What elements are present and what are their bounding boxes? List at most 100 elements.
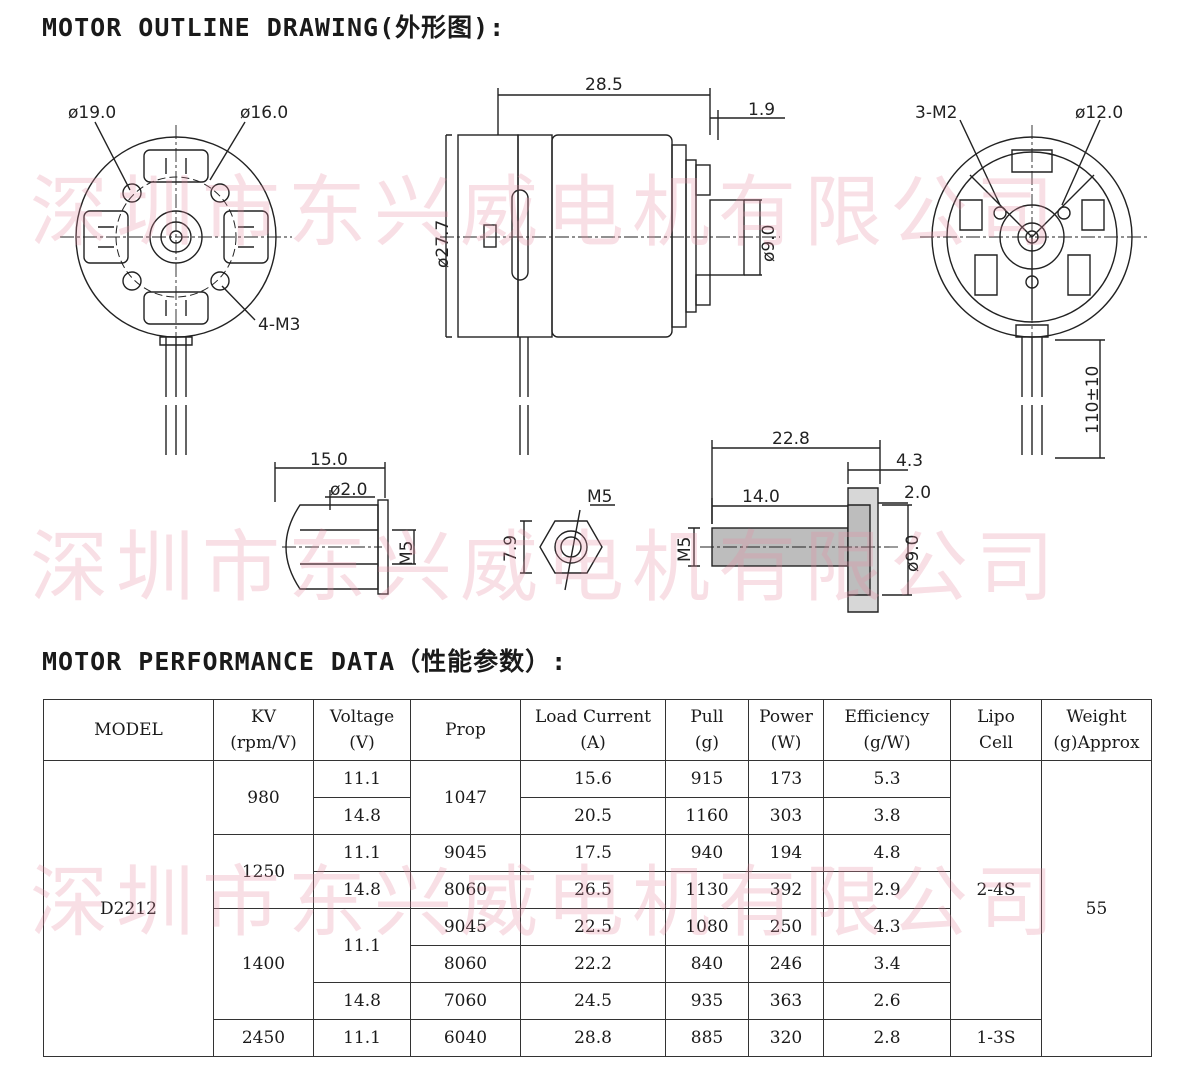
dim-cone-hole: ø2.0	[330, 480, 367, 500]
cell-pull: 840	[665, 945, 749, 983]
table-row: D2212 980 11.1 1047 15.6 915 173 5.3 2-4…	[43, 760, 1152, 1057]
cell-pull: 915	[665, 760, 749, 798]
cell-pull: 1080	[665, 908, 749, 946]
rear-view	[920, 119, 1150, 459]
cell-prop: 7060	[410, 982, 521, 1020]
cell-voltage: 11.1	[313, 760, 411, 798]
cell-power: 250	[748, 908, 824, 946]
dim-shaft-flange: 4.3	[896, 451, 923, 471]
nut-view	[520, 504, 615, 591]
dim-rear-3m2: 3-M2	[915, 103, 957, 123]
dim-front-d16: ø16.0	[240, 103, 288, 123]
cell-pull: 940	[665, 834, 749, 872]
dim-shaft-total: 22.8	[772, 429, 810, 449]
dim-shaft-diameter: ø9.0	[903, 535, 923, 572]
cell-pull: 1160	[665, 797, 749, 835]
cell-power: 320	[748, 1019, 824, 1057]
cell-model: D2212	[43, 760, 214, 1057]
dim-front-d19: ø19.0	[68, 103, 116, 123]
table-row: 14.8 20.5 1160 303 3.8	[44, 797, 1152, 835]
cell-kv: 980	[213, 760, 314, 835]
header-power: Power(W)	[748, 699, 824, 761]
header-kv: KV(rpm/V)	[213, 699, 314, 761]
cell-kv: 1400	[213, 908, 314, 1020]
cell-current: 17.5	[520, 834, 666, 872]
table-row: 1400 11.1 9045 22.5 1080 250 4.3	[44, 908, 1152, 1020]
cell-voltage: 14.8	[313, 982, 411, 1020]
cell-lipo: 1-3S	[950, 1019, 1042, 1057]
prop-adapter-view	[274, 462, 416, 595]
cell-efficiency: 5.3	[823, 760, 951, 798]
cell-prop: 9045	[410, 908, 521, 946]
cell-current: 22.5	[520, 908, 666, 946]
cell-power: 303	[748, 797, 824, 835]
cell-voltage: 11.1	[313, 1019, 411, 1057]
cell-pull: 935	[665, 982, 749, 1020]
dim-rear-d12: ø12.0	[1075, 103, 1123, 123]
cell-prop: 8060	[410, 871, 521, 909]
cell-voltage: 14.8	[313, 797, 411, 835]
header-pull: Pull(g)	[665, 699, 749, 761]
cell-efficiency: 2.8	[823, 1019, 951, 1057]
cell-prop: 1047	[410, 760, 521, 835]
motor-outline-drawing: ø19.0 ø16.0 4-M3 28.5 1.9 ø27.7 ø9.0 3-M…	[60, 75, 1150, 613]
cell-current: 20.5	[520, 797, 666, 835]
cell-power: 246	[748, 945, 824, 983]
cell-current: 22.2	[520, 945, 666, 983]
cell-prop: 9045	[410, 834, 521, 872]
dim-nut-thread: M5	[587, 487, 612, 507]
header-weight: Weight(g)Approx	[1041, 699, 1152, 761]
cell-kv: 2450	[213, 1019, 314, 1057]
table-row: 2450 11.1 6040 28.8 885 320 2.8 1-3S	[44, 1019, 1152, 1057]
cell-power: 363	[748, 982, 824, 1020]
dim-shaft-step: 2.0	[904, 483, 931, 503]
cell-efficiency: 3.4	[823, 945, 951, 983]
cell-power: 392	[748, 871, 824, 909]
cell-weight: 55	[1041, 760, 1152, 1057]
cell-efficiency: 2.6	[823, 982, 951, 1020]
performance-title: MOTOR PERFORMANCE DATA（性能参数）:	[42, 647, 568, 676]
dim-side-length: 28.5	[585, 75, 623, 95]
cell-lipo: 2-4S	[950, 760, 1042, 1020]
header-prop: Prop	[410, 699, 521, 761]
dim-front-4m3: 4-M3	[258, 315, 300, 335]
table-row: 1250 11.1 9045 17.5 940 194 4.8	[44, 834, 1152, 909]
header-model: MODEL	[43, 699, 214, 761]
dim-nut-width: 7.9	[501, 535, 521, 562]
cell-prop: 8060	[410, 945, 521, 983]
dim-cone-thread: M5	[397, 541, 417, 566]
table-header-row: MODEL KV(rpm/V) Voltage(V) Prop Load Cur…	[43, 699, 1152, 761]
cell-prop: 6040	[410, 1019, 521, 1057]
dim-shaft-thread: M5	[675, 537, 695, 562]
dim-rear-lead-length: 110±10	[1083, 366, 1103, 434]
cell-current: 15.6	[520, 760, 666, 798]
cell-power: 173	[748, 760, 824, 798]
front-view	[60, 121, 292, 455]
dim-side-shaft-diameter: ø9.0	[759, 225, 779, 262]
shaft-view	[688, 440, 912, 613]
dim-cone-length: 15.0	[310, 450, 348, 470]
dim-side-tab: 1.9	[748, 100, 775, 120]
cell-efficiency: 2.9	[823, 871, 951, 909]
header-efficiency: Efficiency(g/W)	[823, 699, 951, 761]
cell-voltage: 11.1	[313, 834, 411, 872]
cell-current: 24.5	[520, 982, 666, 1020]
cell-voltage: 11.1	[313, 908, 411, 983]
cell-current: 28.8	[520, 1019, 666, 1057]
side-view	[440, 88, 785, 455]
performance-table: MODEL KV(rpm/V) Voltage(V) Prop Load Cur…	[43, 699, 1152, 1057]
cell-efficiency: 4.8	[823, 834, 951, 872]
cell-pull: 885	[665, 1019, 749, 1057]
cell-kv: 1250	[213, 834, 314, 909]
cell-efficiency: 4.3	[823, 908, 951, 946]
table-row: 14.8 7060 24.5 935 363 2.6	[44, 982, 1152, 1020]
dim-side-diameter: ø27.7	[433, 220, 453, 268]
header-load-current: Load Current(A)	[520, 699, 666, 761]
dim-shaft-length: 14.0	[742, 487, 780, 507]
cell-current: 26.5	[520, 871, 666, 909]
cell-voltage: 14.8	[313, 871, 411, 909]
cell-pull: 1130	[665, 871, 749, 909]
header-voltage: Voltage(V)	[313, 699, 411, 761]
cell-efficiency: 3.8	[823, 797, 951, 835]
